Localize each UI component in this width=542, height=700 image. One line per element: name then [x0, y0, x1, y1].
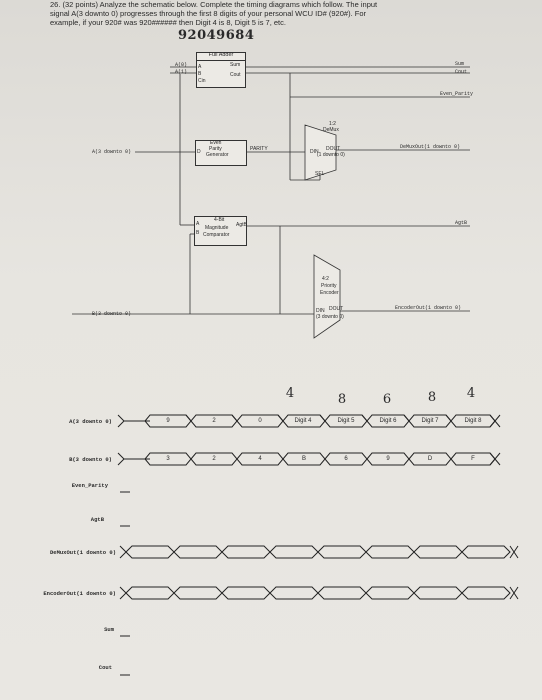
demux-title-2: DeMux	[323, 127, 339, 133]
handwritten-id: 92049684	[178, 28, 255, 43]
b-value-6: 9	[386, 456, 390, 462]
parity-generator-block	[195, 140, 247, 166]
full-adder-cin: Cin	[198, 78, 206, 84]
wire-demux-out: DeMuxOut(1 downto 0)	[400, 144, 461, 150]
encoder-din: DIN	[316, 308, 325, 314]
timing-name-even-parity: Even_Parity	[71, 482, 108, 489]
b-value-1: 3	[166, 456, 170, 462]
hw-digit-5: 4	[466, 386, 476, 401]
full-adder-a: A	[198, 64, 202, 70]
full-adder-cout: Cout	[230, 72, 241, 78]
wire-a1: A(1)	[175, 69, 188, 75]
timing-name-demuxout: DeMuxOut(1 downto 0)	[49, 549, 116, 556]
parity-out: PARITY	[250, 146, 268, 152]
hw-digit-1: 4	[285, 386, 295, 401]
full-adder-title: Full Adder	[197, 52, 245, 61]
b-value-8: F	[471, 456, 475, 462]
comparator-a: A	[196, 221, 200, 227]
encoder-title-1: 4:2	[322, 276, 329, 282]
comparator-title-1: 4-Bit	[214, 217, 225, 223]
encoder-title-2: Priority	[321, 283, 337, 289]
comparator-title-2: Magnitude	[205, 225, 229, 231]
a-value-8: Digit 8	[464, 418, 482, 424]
full-adder-sum: Sum	[230, 62, 241, 68]
a-value-2: 2	[212, 418, 216, 424]
comparator-title-3: Comparator	[203, 232, 230, 238]
b-value-5: 6	[344, 456, 348, 462]
full-adder-b: B	[198, 71, 202, 77]
magnitude-comparator-block	[194, 216, 247, 246]
a-value-1: 9	[166, 418, 170, 424]
timing-name-sum: Sum	[104, 626, 114, 633]
parity-title-2: Parity	[209, 146, 222, 152]
timing-name-encoderout: EncoderOut(1 downto 0)	[43, 590, 116, 597]
b-value-7: D	[427, 456, 433, 462]
demux-sel: SEL	[315, 171, 325, 177]
timing-name-b: B(3 downto 0)	[69, 456, 112, 463]
parity-title-1: Even	[210, 140, 222, 146]
wire-a0: A(0)	[175, 62, 188, 68]
b-value-2: 2	[212, 456, 216, 462]
b-value-4: B	[301, 456, 306, 462]
wire-b-bus: B(3 downto 0)	[92, 311, 132, 317]
a-value-5: Digit 5	[337, 418, 355, 424]
timing-name-a: A(3 downto 0)	[69, 418, 112, 425]
hw-digit-4: 8	[427, 390, 437, 405]
demux-title-1: 1:2	[329, 121, 336, 127]
timing-name-agtb: AgtB	[90, 516, 104, 523]
wire-a-bus: A(3 downto 0)	[92, 149, 132, 155]
wire-sum-out: Sum	[455, 61, 465, 67]
timing-name-cout: Cout	[98, 664, 112, 671]
a-value-4: Digit 4	[294, 418, 312, 424]
parity-title-3: Generator	[206, 152, 229, 158]
a-value-6: Digit 6	[379, 418, 397, 424]
encoder-din-range: (3 downto 0)	[316, 314, 344, 320]
wire-cout-out: Cout	[455, 69, 468, 75]
comparator-out: AgtB	[236, 222, 247, 228]
wire-even-parity-out: Even_Parity	[440, 91, 474, 97]
demux-din: DIN	[310, 149, 319, 155]
encoder-dout: DOUT	[329, 306, 344, 312]
wire-agtb-out: AgtB	[455, 220, 468, 226]
hw-digit-2: 8	[337, 392, 347, 407]
question-line-1: 26. (32 points) Analyze the schematic be…	[50, 0, 378, 9]
demux-dout: DOUT	[326, 146, 341, 152]
a-value-3: 0	[258, 418, 262, 424]
full-adder-block: Full Adder	[196, 52, 246, 88]
question-text: 26. (32 points) Analyze the schematic be…	[50, 0, 540, 27]
comparator-b: B	[196, 230, 200, 236]
encoder-title-3: Encoder	[320, 290, 339, 296]
hw-digit-3: 6	[382, 392, 392, 407]
wire-encoder-out: EncoderOut(1 downto 0)	[395, 305, 462, 311]
b-value-3: 4	[258, 456, 262, 462]
parity-in: D	[197, 149, 201, 155]
question-line-2: signal A(3 downto 0) progresses through …	[50, 9, 366, 18]
demux-dout-range: (1 downto 0)	[317, 152, 345, 158]
a-value-7: Digit 7	[421, 418, 439, 424]
question-line-3: example, if your 920# was 920###### then…	[50, 18, 286, 27]
